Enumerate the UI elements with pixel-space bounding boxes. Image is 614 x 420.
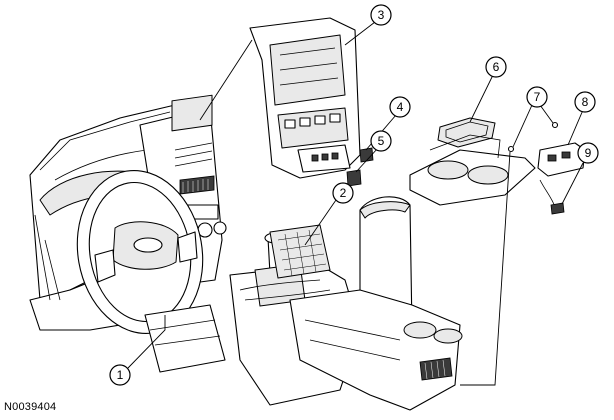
callout-label-2: 2 bbox=[340, 186, 347, 200]
leader-lines bbox=[127, 21, 584, 386]
callout-1: 1 bbox=[109, 364, 131, 386]
leader-6 bbox=[469, 74, 494, 123]
cup-holder-mat bbox=[437, 117, 496, 148]
callout-label-6: 6 bbox=[493, 60, 500, 74]
callout-5: 5 bbox=[370, 130, 392, 152]
callout-9: 9 bbox=[577, 142, 599, 164]
callout-label-4: 4 bbox=[397, 100, 404, 114]
steering-wheel bbox=[76, 169, 204, 335]
callout-label-8: 8 bbox=[582, 95, 589, 109]
instrument-panel-bezel bbox=[249, 17, 361, 179]
figure-id: N0039404 bbox=[4, 401, 57, 413]
callout-label-9: 9 bbox=[585, 146, 592, 160]
leader-5 bbox=[355, 147, 379, 173]
leader-8 bbox=[567, 109, 584, 146]
leader-bezel-dash bbox=[199, 39, 253, 121]
callout-7: 7 bbox=[526, 86, 548, 108]
callout-8: 8 bbox=[574, 91, 596, 113]
leader-1 bbox=[127, 315, 166, 369]
leader-2 bbox=[304, 199, 337, 246]
callout-3: 3 bbox=[370, 4, 392, 26]
leader-7b bbox=[539, 104, 554, 124]
module-part-8 bbox=[537, 142, 586, 177]
callout-2: 2 bbox=[332, 182, 354, 204]
leader-7-console bbox=[460, 151, 511, 386]
switch-part-5 bbox=[346, 169, 362, 187]
leader-9 bbox=[561, 162, 584, 205]
fasteners-part-7 bbox=[507, 121, 559, 153]
leader-3 bbox=[344, 21, 376, 46]
console-body bbox=[289, 289, 463, 411]
callout-4: 4 bbox=[389, 96, 411, 118]
center-vents bbox=[179, 175, 215, 195]
leader-7a bbox=[512, 104, 533, 148]
callout-label-1: 1 bbox=[117, 368, 124, 382]
switch-part-4 bbox=[359, 147, 374, 163]
console-cup-holder-tray bbox=[409, 134, 536, 206]
callout-label-7: 7 bbox=[534, 90, 541, 104]
steering-wheel-emblem bbox=[133, 237, 163, 253]
callout-label-3: 3 bbox=[378, 8, 385, 22]
callout-label-5: 5 bbox=[378, 134, 385, 148]
connector-part-9 bbox=[539, 179, 565, 215]
insulation-pad bbox=[269, 224, 331, 279]
callout-6: 6 bbox=[485, 56, 507, 78]
